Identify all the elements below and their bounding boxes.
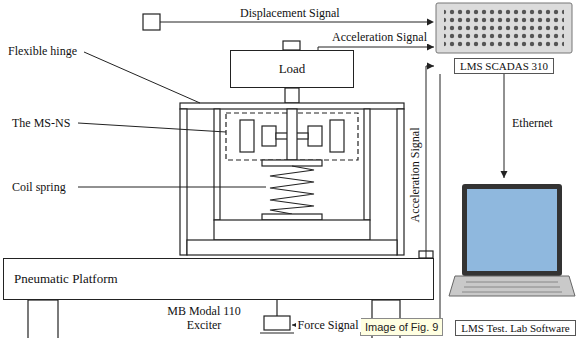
frame-post: [397, 109, 404, 255]
center-shaft: [287, 109, 297, 160]
node-text: LMS Test. Lab Software: [455, 320, 575, 336]
load-shaft: [285, 88, 299, 103]
part-name: Coil spring: [12, 180, 66, 194]
laptop-keys: [462, 282, 562, 292]
exciter-body: [264, 316, 290, 330]
modal-exciter: MB Modal 110 Exciter: [110, 304, 292, 336]
exciter-base: [260, 332, 294, 333]
signal-name: Acceleration Signal: [408, 126, 422, 225]
frame-post: [180, 109, 187, 255]
flexible-hinge-plate: [180, 103, 404, 109]
daq-panel: [444, 8, 564, 48]
laptop-computer: LMS Test. Lab Software: [448, 178, 579, 336]
node-text: Load: [279, 61, 306, 77]
inner-post: [364, 109, 370, 220]
load-mass: Load: [230, 50, 354, 88]
mover-magnet: [262, 126, 276, 146]
laptop-bezel: [462, 184, 562, 276]
arrow-head: [427, 63, 434, 70]
arrow-head: [427, 44, 434, 51]
signal-name: Force Signal: [296, 318, 361, 332]
spring-plate: [262, 160, 322, 166]
signal-name: Acceleration Signal: [330, 30, 429, 44]
tooltip: Image of Fig. 9: [360, 318, 443, 336]
daq-chassis: [436, 3, 572, 53]
arrow-head: [501, 171, 508, 178]
node-text: Pneumatic Platform: [14, 271, 118, 287]
signal-name: Displacement Signal: [240, 6, 340, 20]
accelerometer: [283, 41, 300, 50]
leader-line: [78, 187, 266, 188]
signal-connector: [426, 63, 434, 259]
displacement-sensor: [143, 14, 160, 30]
daq-frontend: LMS SCADAS 310: [434, 2, 574, 74]
stator-magnet: [330, 120, 344, 152]
arrow-head: [427, 19, 434, 26]
laptop-base: [449, 276, 575, 296]
stator-magnet: [240, 120, 254, 152]
part-name: The MS-NS: [12, 116, 70, 130]
node-text: MB Modal 110 Exciter: [154, 304, 254, 332]
mover-magnet: [308, 126, 322, 146]
signal-name: Ethernet: [510, 116, 555, 130]
base-plate: [187, 240, 397, 255]
connector-line: [426, 66, 434, 258]
laptop-screen: [467, 189, 557, 271]
leader-line: [84, 52, 200, 103]
coil-spring: [270, 166, 314, 214]
leader-line: [78, 123, 226, 132]
signal-connector: [501, 74, 508, 178]
signal-wire: [160, 22, 427, 23]
base-block: [214, 220, 370, 240]
stinger-rod: [276, 300, 277, 316]
connector-line: [504, 74, 505, 178]
pneumatic-platform: Pneumatic Platform: [3, 258, 434, 300]
spring-plate: [262, 214, 322, 220]
node-text: LMS SCADAS 310: [454, 58, 554, 74]
part-name: Flexible hinge: [8, 44, 77, 58]
platform-leg: [28, 300, 58, 338]
inner-post: [214, 109, 220, 220]
